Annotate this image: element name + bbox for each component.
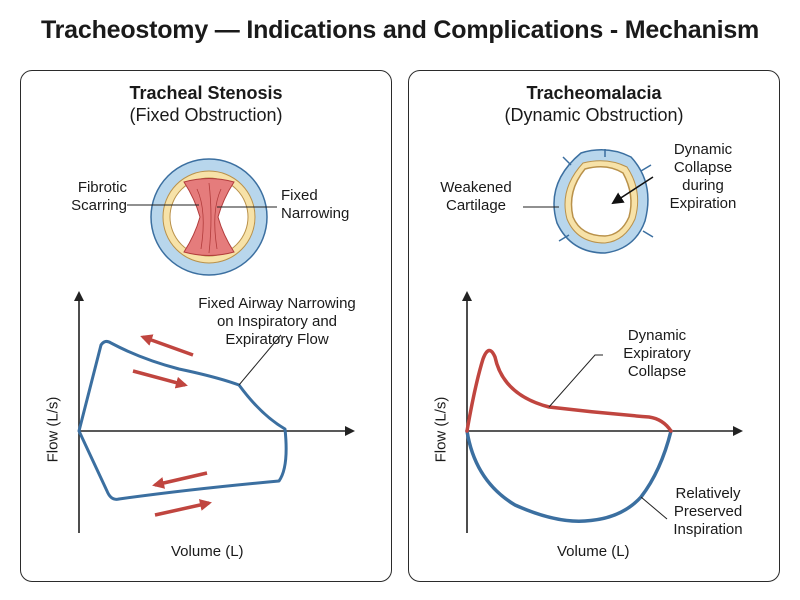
malacia-inspiratory-curve <box>465 429 673 523</box>
collapse-pointer-arrow <box>611 176 654 205</box>
dynamic-collapse-label: Dynamic Collapse during Expiration <box>669 141 737 212</box>
stenosis-x-axis-label: Volume (L) <box>171 543 244 560</box>
fixed-airway-narrowing-annotation: Fixed Airway Narrowing on Inspiratory an… <box>198 295 356 348</box>
fixed-narrowing-label: Fixed Narrowing <box>281 187 350 222</box>
dynamic-expiratory-collapse-annotation: Dynamic Expiratory Collapse <box>623 327 691 380</box>
malacia-y-axis-label: Flow (L/s) <box>432 396 450 463</box>
inspiratory-direction-arrow-2 <box>154 499 212 517</box>
stenosis-subtitle: (Fixed Obstruction) <box>129 105 283 125</box>
stenosis-cross-section <box>150 158 268 276</box>
malacia-cross-section <box>553 149 654 254</box>
weakened-cartilage-label: Weakened Cartilage <box>440 179 512 214</box>
preserved-inspiration-leader <box>640 496 668 520</box>
malacia-panel: Tracheomalacia (Dynamic Obstruction) Wea… <box>408 70 780 582</box>
expiratory-direction-arrow-1 <box>140 334 194 357</box>
fibrotic-scarring-label: Fibrotic Scarring <box>71 179 127 214</box>
malacia-expiratory-curve <box>465 348 673 433</box>
stenosis-flow-volume-loop <box>77 339 288 501</box>
weakened-cartilage-segments <box>558 149 654 242</box>
preserved-inspiration-annotation: Relatively Preserved Inspiration <box>673 485 743 538</box>
expiratory-direction-arrow-2 <box>132 369 188 389</box>
fibrotic-scar-tissue <box>183 178 235 256</box>
stenosis-panel: Tracheal Stenosis (Fixed Obstruction) Fi… <box>20 70 392 582</box>
stenosis-y-axis-label: Flow (L/s) <box>44 396 62 463</box>
malacia-x-axis-label: Volume (L) <box>557 543 630 560</box>
malacia-title: Tracheomalacia <box>526 83 662 103</box>
malacia-subtitle: (Dynamic Obstruction) <box>504 105 684 125</box>
inspiratory-direction-arrow-1 <box>152 471 208 489</box>
stenosis-figure <box>74 158 355 533</box>
stenosis-title: Tracheal Stenosis <box>129 83 283 103</box>
expiratory-collapse-leader <box>548 354 603 408</box>
narrowing-annotation-leader <box>238 334 282 386</box>
page-title: Tracheostomy — Indications and Complicat… <box>40 16 760 44</box>
malacia-figure <box>462 149 743 533</box>
